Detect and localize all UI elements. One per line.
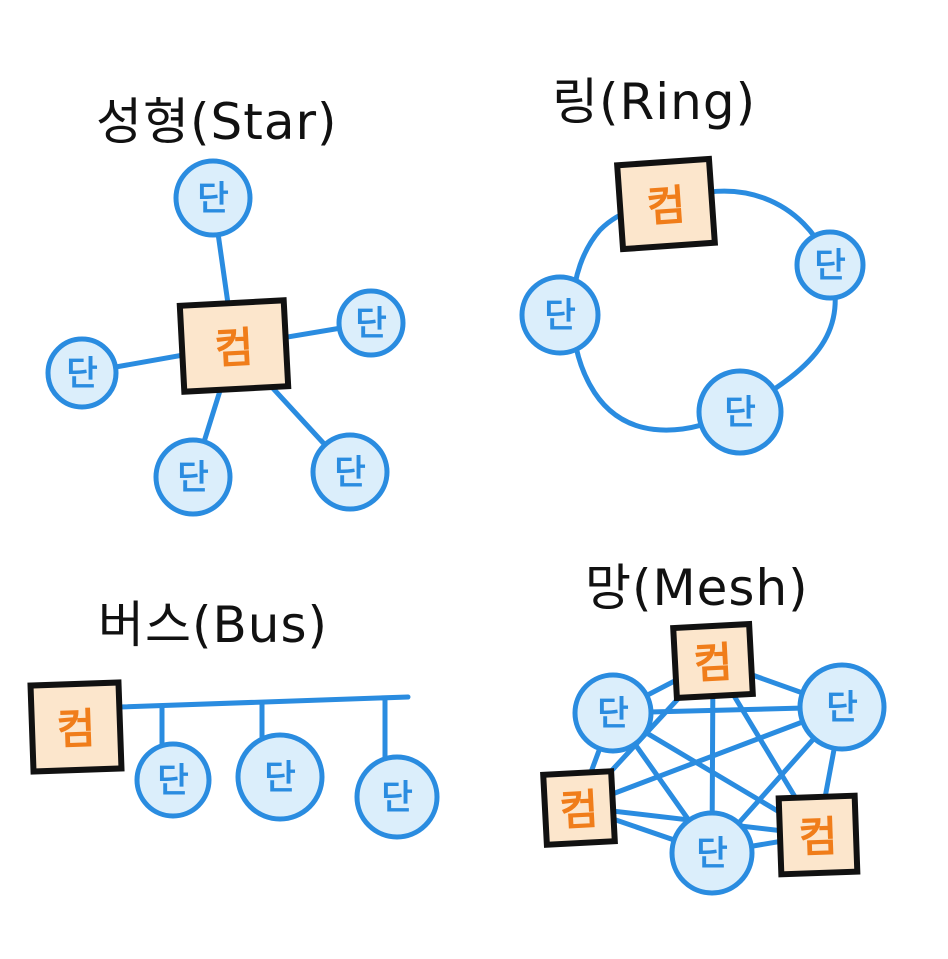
mesh-computer-1: 컴 [670, 620, 756, 702]
bus-terminal-2: 단 [235, 732, 325, 822]
terminal-circle [153, 437, 233, 517]
mesh-link-10 [575, 704, 845, 810]
star-computer: 컴 [176, 297, 292, 395]
terminal-circle [235, 732, 325, 822]
computer-box [27, 679, 125, 775]
bus-terminal-3: 단 [354, 754, 440, 840]
terminal-circle [173, 158, 253, 238]
bus-terminal-1: 단 [134, 741, 212, 819]
ring-title: 링(Ring) [552, 73, 757, 131]
star-terminal-5: 단 [310, 432, 390, 512]
terminal-label: 단 [544, 296, 575, 336]
computer-box [176, 297, 292, 395]
mesh-computer-3: 컴 [775, 792, 861, 878]
terminal-circle [696, 368, 784, 456]
bus-title: 버스(Bus) [98, 596, 329, 654]
terminal-circle [797, 662, 887, 752]
computer-label: 컴 [559, 785, 600, 836]
star-terminal-4: 단 [153, 437, 233, 517]
ring-terminal-3: 단 [519, 274, 601, 356]
computer-label: 컴 [645, 180, 687, 232]
terminal-label: 단 [597, 694, 628, 734]
bus-computer: 컴 [27, 679, 125, 775]
terminal-label: 단 [264, 758, 295, 798]
terminal-circle [45, 336, 119, 410]
terminal-label: 단 [724, 393, 755, 433]
terminal-label: 단 [814, 246, 845, 286]
terminal-circle [310, 432, 390, 512]
terminal-circle [134, 741, 212, 819]
terminal-label: 단 [355, 304, 386, 344]
terminal-label: 단 [157, 761, 188, 801]
star-terminal-3: 단 [45, 336, 119, 410]
ring-terminal-2: 단 [696, 368, 784, 456]
computer-box [775, 792, 861, 878]
terminal-label: 단 [66, 354, 97, 394]
mesh-terminal-1: 단 [572, 672, 654, 754]
computer-box [613, 155, 719, 253]
terminal-label: 단 [334, 453, 365, 493]
mesh-terminal-3: 단 [669, 810, 755, 896]
terminal-circle [336, 288, 406, 358]
terminal-label: 단 [177, 458, 208, 498]
computer-label: 컴 [693, 638, 734, 689]
computer-label: 컴 [56, 704, 96, 754]
terminal-circle [669, 810, 755, 896]
computer-label: 컴 [798, 812, 838, 862]
mesh-computer-2: 컴 [540, 768, 618, 848]
ring-computer: 컴 [613, 155, 719, 253]
terminal-label: 단 [381, 778, 412, 818]
computer-box [670, 620, 756, 702]
terminal-circle [354, 754, 440, 840]
terminal-circle [519, 274, 601, 356]
terminal-label: 단 [696, 834, 727, 874]
ring-terminal-1: 단 [794, 229, 866, 301]
computer-box [540, 768, 618, 848]
star-terminal-1: 단 [173, 158, 253, 238]
mesh-title: 망(Mesh) [585, 559, 809, 617]
terminal-circle [572, 672, 654, 754]
star-title: 성형(Star) [96, 93, 338, 151]
ring-link [569, 188, 838, 433]
terminal-label: 단 [197, 179, 228, 219]
computer-label: 컴 [214, 323, 255, 374]
mesh-terminal-2: 단 [797, 662, 887, 752]
terminal-circle [794, 229, 866, 301]
terminal-label: 단 [826, 688, 857, 728]
star-terminal-2: 단 [336, 288, 406, 358]
